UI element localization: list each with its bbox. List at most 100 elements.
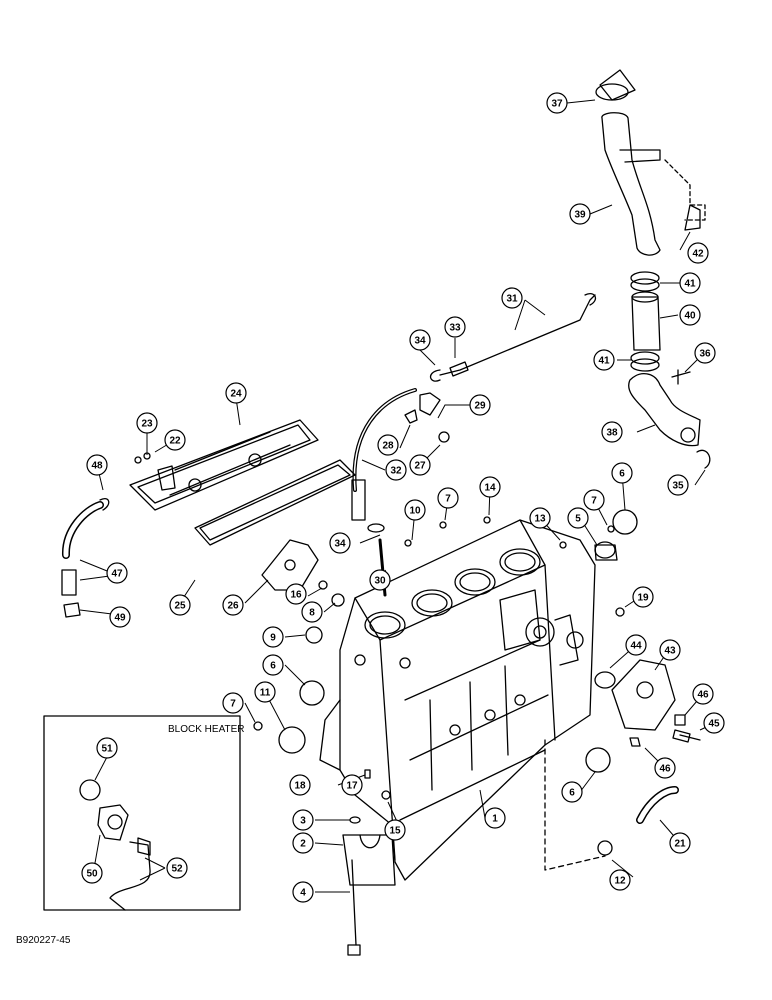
dashed-leader <box>544 739 606 871</box>
callout-label: 46 <box>659 764 671 775</box>
callout-label: 46 <box>697 690 709 701</box>
callout-c4: 4 <box>292 881 314 903</box>
callout-label: 35 <box>672 481 684 492</box>
callout-circle <box>679 272 701 294</box>
leader-lines <box>79 99 716 893</box>
callout-c3: 3 <box>292 809 314 831</box>
callout-label: 41 <box>598 356 610 367</box>
callout-label: 6 <box>270 661 276 672</box>
callout-label: 7 <box>445 494 451 505</box>
callout-label: 44 <box>630 641 642 652</box>
callout-label: 25 <box>174 601 186 612</box>
inset-title: BLOCK HEATER <box>168 724 245 735</box>
callout-circle <box>692 683 714 705</box>
small-plugs <box>134 452 625 800</box>
callout-c13: 13 <box>529 507 551 529</box>
callout-circle <box>292 809 314 831</box>
callout-c21: 21 <box>669 832 691 854</box>
callout-circle <box>254 681 276 703</box>
callout-circle <box>169 594 191 616</box>
callout-c27: 27 <box>409 454 431 476</box>
callout-c7b: 7 <box>583 489 605 511</box>
callout-label: 38 <box>606 428 618 439</box>
callout-c39: 39 <box>569 203 591 225</box>
callout-circle <box>632 586 654 608</box>
callout-label: 47 <box>111 569 123 580</box>
callout-label: 50 <box>86 869 98 880</box>
callout-c8: 8 <box>301 601 323 623</box>
callout-c24: 24 <box>225 382 247 404</box>
callout-label: 36 <box>699 349 711 360</box>
callout-label: 6 <box>569 788 575 799</box>
dipstick-assembly <box>351 293 597 597</box>
callout-circle <box>601 421 623 443</box>
callout-circle <box>262 654 284 676</box>
callout-circle <box>444 316 466 338</box>
callout-c19: 19 <box>632 586 654 608</box>
callout-label: 29 <box>474 401 486 412</box>
callout-c40: 40 <box>679 304 701 326</box>
callout-c1: 1 <box>484 807 506 829</box>
callout-c45: 45 <box>703 712 725 734</box>
callout-circle <box>329 532 351 554</box>
callout-c46a: 46 <box>692 683 714 705</box>
callout-circle <box>96 737 118 759</box>
callout-circle <box>377 434 399 456</box>
callout-circle <box>369 569 391 591</box>
callout-label: 14 <box>484 483 496 494</box>
callout-label: 9 <box>270 633 276 644</box>
callout-circle <box>529 507 551 529</box>
callout-c12: 12 <box>609 869 631 891</box>
callout-label: 37 <box>551 99 563 110</box>
callout-circle <box>222 594 244 616</box>
callout-label: 6 <box>619 469 625 480</box>
callout-c17: 17 <box>341 774 363 796</box>
callout-label: 4 <box>300 888 306 899</box>
breather-hose <box>61 498 110 618</box>
callout-c30: 30 <box>369 569 391 591</box>
callout-c35: 35 <box>667 474 689 496</box>
callout-label: 16 <box>290 590 302 601</box>
oil-filler-assembly <box>595 69 711 469</box>
callout-c32: 32 <box>385 459 407 481</box>
cylinder-block <box>319 519 596 881</box>
callout-label: 5 <box>575 514 581 525</box>
callout-label: 1 <box>492 814 498 825</box>
callout-label: 15 <box>389 826 401 837</box>
callout-label: 18 <box>294 781 306 792</box>
callout-label: 39 <box>574 210 586 221</box>
callout-circle <box>593 349 615 371</box>
callout-label: 10 <box>409 506 421 517</box>
callout-circle <box>469 394 491 416</box>
callout-circle <box>654 757 676 779</box>
callout-circle <box>225 382 247 404</box>
callout-circle <box>625 634 647 656</box>
callout-c44: 44 <box>625 634 647 656</box>
callout-label: 27 <box>414 461 426 472</box>
callout-c15: 15 <box>384 819 406 841</box>
callout-label: 22 <box>169 436 181 447</box>
callout-c9: 9 <box>262 626 284 648</box>
callout-label: 17 <box>346 781 358 792</box>
callout-circle <box>341 774 363 796</box>
callout-circle <box>611 462 633 484</box>
callout-circle <box>81 862 103 884</box>
callout-circle <box>301 601 323 623</box>
valve-cover <box>129 419 356 591</box>
callout-c31: 31 <box>501 287 523 309</box>
callout-c42: 42 <box>687 242 709 264</box>
callout-c41a: 41 <box>679 272 701 294</box>
callout-label: 34 <box>334 539 346 550</box>
callout-label: 48 <box>91 461 103 472</box>
callout-label: 12 <box>614 876 626 887</box>
callout-label: 2 <box>300 839 306 850</box>
callout-circle <box>694 342 716 364</box>
bearing-cap <box>342 816 396 956</box>
callout-c47: 47 <box>106 562 128 584</box>
coolant-pipe <box>636 786 679 824</box>
figure-id: B920227-45 <box>16 935 71 946</box>
callout-c37: 37 <box>546 92 568 114</box>
callout-c23: 23 <box>136 412 158 434</box>
callout-circle <box>409 329 431 351</box>
